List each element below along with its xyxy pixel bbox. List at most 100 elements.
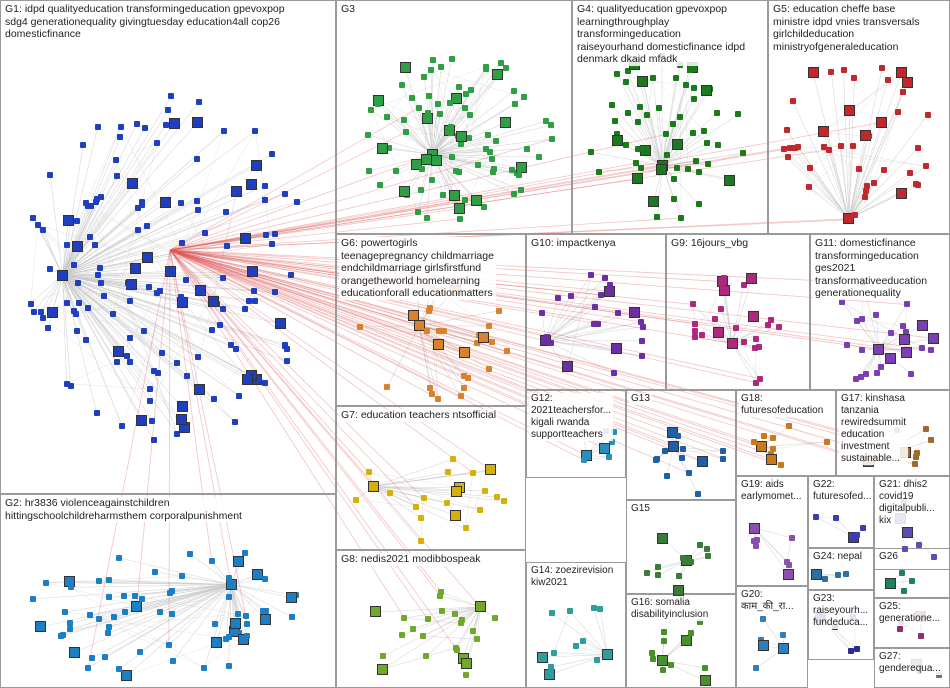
graph-node[interactable] <box>746 273 757 284</box>
graph-node[interactable] <box>246 298 252 304</box>
graph-node[interactable] <box>454 203 465 214</box>
graph-node[interactable] <box>89 655 95 661</box>
graph-node[interactable] <box>30 215 36 221</box>
graph-node[interactable] <box>426 93 432 99</box>
graph-node[interactable] <box>139 596 145 602</box>
graph-node[interactable] <box>635 146 641 152</box>
graph-node[interactable] <box>121 670 132 681</box>
graph-node[interactable] <box>69 647 80 658</box>
graph-node[interactable] <box>424 215 430 221</box>
graph-node[interactable] <box>489 339 495 345</box>
graph-node[interactable] <box>226 634 232 640</box>
graph-node[interactable] <box>288 272 294 278</box>
graph-node[interactable] <box>251 160 262 171</box>
graph-node[interactable] <box>776 324 782 330</box>
graph-node[interactable] <box>501 498 507 504</box>
graph-node[interactable] <box>212 621 218 627</box>
graph-node[interactable] <box>447 100 453 106</box>
graph-node[interactable] <box>873 312 879 318</box>
graph-node[interactable] <box>152 569 158 575</box>
graph-node[interactable] <box>428 67 434 73</box>
graph-node[interactable] <box>142 125 148 131</box>
graph-node[interactable] <box>75 280 81 286</box>
graph-node[interactable] <box>637 76 648 87</box>
graph-node[interactable] <box>813 514 819 520</box>
graph-node[interactable] <box>701 85 712 96</box>
graph-node[interactable] <box>740 150 746 156</box>
graph-node[interactable] <box>668 441 679 452</box>
graph-node[interactable] <box>141 328 147 334</box>
graph-node[interactable] <box>852 212 858 218</box>
graph-node[interactable] <box>838 143 844 149</box>
graph-node[interactable] <box>685 166 691 172</box>
graph-node[interactable] <box>544 669 555 680</box>
graph-node[interactable] <box>611 370 617 376</box>
graph-node[interactable] <box>639 338 645 344</box>
graph-node[interactable] <box>718 306 724 312</box>
graph-node[interactable] <box>544 334 550 340</box>
graph-node[interactable] <box>860 525 866 531</box>
graph-node[interactable] <box>174 360 180 366</box>
graph-node[interactable] <box>594 657 600 663</box>
graph-node[interactable] <box>131 601 142 612</box>
graph-node[interactable] <box>854 646 860 652</box>
graph-node[interactable] <box>683 82 689 88</box>
graph-node[interactable] <box>765 322 771 328</box>
graph-node[interactable] <box>580 638 586 644</box>
graph-node[interactable] <box>853 376 859 382</box>
graph-node[interactable] <box>660 667 666 673</box>
graph-node[interactable] <box>194 156 200 162</box>
graph-node[interactable] <box>823 130 829 136</box>
graph-node[interactable] <box>781 146 787 152</box>
graph-node[interactable] <box>839 299 845 305</box>
graph-node[interactable] <box>116 555 122 561</box>
graph-node[interactable] <box>854 532 860 538</box>
graph-node[interactable] <box>183 277 189 283</box>
graph-node[interactable] <box>252 298 258 304</box>
graph-node[interactable] <box>749 523 760 534</box>
graph-node[interactable] <box>785 154 791 160</box>
graph-node[interactable] <box>83 200 89 206</box>
graph-node[interactable] <box>856 166 862 172</box>
graph-node[interactable] <box>58 633 64 639</box>
graph-node[interactable] <box>770 435 776 441</box>
graph-node[interactable] <box>151 368 157 374</box>
graph-node[interactable] <box>445 469 451 475</box>
graph-node[interactable] <box>449 190 460 201</box>
graph-node[interactable] <box>491 166 497 172</box>
graph-node[interactable] <box>482 488 488 494</box>
graph-node[interactable] <box>47 307 58 318</box>
graph-node[interactable] <box>106 577 112 583</box>
graph-node[interactable] <box>679 455 685 461</box>
graph-node[interactable] <box>245 374 251 380</box>
graph-node[interactable] <box>741 339 747 345</box>
graph-node[interactable] <box>429 177 435 183</box>
graph-node[interactable] <box>625 110 631 116</box>
graph-node[interactable] <box>655 572 661 578</box>
graph-node[interactable] <box>811 569 822 580</box>
graph-node[interactable] <box>859 347 865 353</box>
graph-node[interactable] <box>122 609 128 615</box>
graph-node[interactable] <box>102 654 108 660</box>
graph-node[interactable] <box>408 310 419 321</box>
graph-node[interactable] <box>96 578 102 584</box>
graph-node[interactable] <box>427 385 433 391</box>
graph-node[interactable] <box>368 481 379 492</box>
graph-node[interactable] <box>184 373 190 379</box>
graph-node[interactable] <box>780 632 786 638</box>
graph-node[interactable] <box>496 308 502 314</box>
graph-node[interactable] <box>401 615 407 621</box>
graph-node[interactable] <box>691 96 697 102</box>
graph-node[interactable] <box>551 650 557 656</box>
graph-node[interactable] <box>247 266 258 277</box>
graph-node[interactable] <box>899 334 910 345</box>
graph-node[interactable] <box>437 111 443 117</box>
graph-node[interactable] <box>240 233 251 244</box>
graph-node[interactable] <box>409 95 415 101</box>
graph-node[interactable] <box>688 559 694 565</box>
graph-node[interactable] <box>753 380 759 386</box>
graph-node[interactable] <box>113 157 119 163</box>
graph-node[interactable] <box>697 456 708 467</box>
graph-node[interactable] <box>233 346 239 352</box>
graph-node[interactable] <box>888 330 894 336</box>
